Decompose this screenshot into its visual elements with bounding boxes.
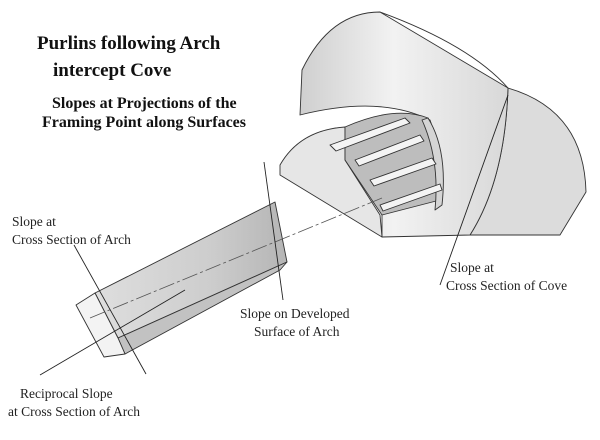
purlin-slots: [329, 117, 443, 212]
label-reciprocal-slope-2: at Cross Section of Arch: [8, 404, 140, 419]
purlin-slot: [354, 134, 425, 167]
leader-cross-section-cove: [439, 94, 509, 286]
label-slope-cross-section-arch-2: Cross Section of Arch: [12, 232, 131, 247]
purlin-end-face: [75, 292, 126, 358]
leader-reciprocal-slope: [39, 289, 186, 376]
leader-developed-surface: [263, 161, 284, 301]
purlin-centerline: [89, 197, 383, 319]
label-slope-cross-section-arch-1: Slope at: [12, 214, 56, 229]
purlin-slot: [329, 117, 411, 152]
label-developed-surface-1: Slope on Developed: [240, 306, 350, 321]
title-line-1: Purlins following Arch: [37, 33, 221, 54]
purlin-bar: [75, 201, 288, 358]
leader-slope-cross-section-arch: [73, 244, 147, 375]
cove-curved-surface: [299, 11, 509, 238]
arch-cut-face: [279, 126, 383, 238]
title-line-2: intercept Cove: [53, 60, 171, 81]
subtitle-line-1: Slopes at Projections of the: [52, 95, 237, 112]
label-cross-section-cove-2: Cross Section of Cove: [446, 278, 567, 293]
purlin-slot: [369, 157, 437, 187]
label-developed-surface-2: Surface of Arch: [254, 324, 340, 339]
label-cross-section-cove-1: Slope at: [450, 260, 494, 275]
subtitle-line-2: Framing Point along Surfaces: [42, 114, 246, 131]
label-reciprocal-slope-1: Reciprocal Slope: [20, 386, 113, 401]
purlin-slot: [379, 183, 443, 212]
arch-opening: [279, 112, 444, 238]
cove-body: [299, 11, 587, 238]
